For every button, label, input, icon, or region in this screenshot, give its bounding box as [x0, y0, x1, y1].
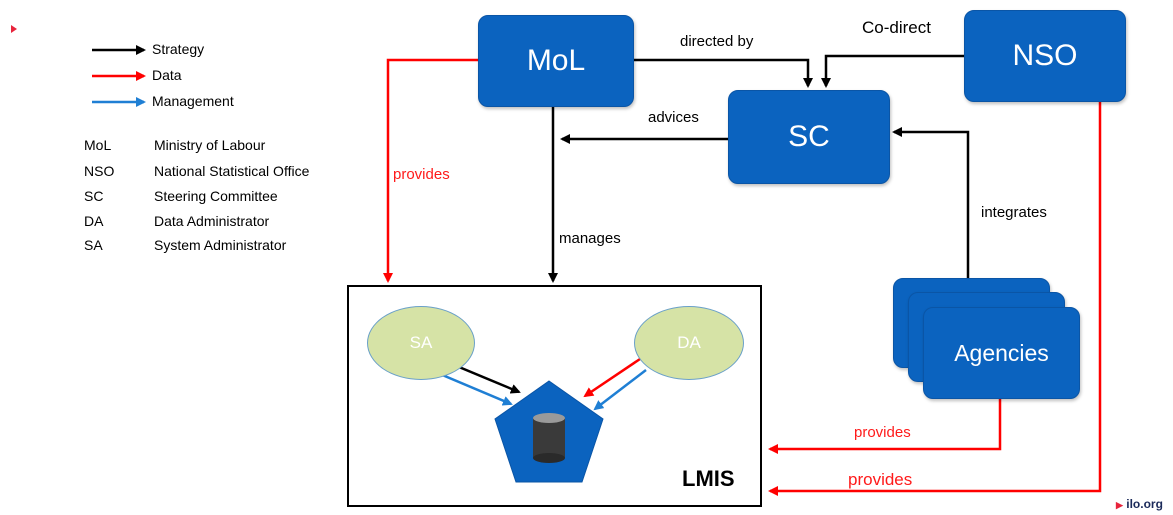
abbr-da-full: Data Administrator	[154, 213, 270, 229]
mol-provides-connector	[383, 58, 478, 283]
nso-provides-connector	[768, 100, 1102, 496]
edge-label-advices: advices	[648, 109, 699, 126]
legend-management-label: Management	[152, 93, 234, 109]
footer-brand: ▶ ilo.org	[1116, 497, 1163, 511]
da-management-arrow	[593, 369, 647, 411]
edge-label-agencies-provides: provides	[854, 424, 911, 441]
sa-management-arrow	[439, 372, 513, 406]
edge-label-integrates: integrates	[981, 204, 1047, 221]
agencies-provides-connector	[768, 398, 1002, 454]
legend-strategy-label: Strategy	[152, 41, 205, 57]
directed-by-connector	[632, 58, 813, 88]
mol-node-label: MoL	[526, 44, 586, 77]
edge-label-manages: manages	[559, 230, 621, 247]
edge-label-co-direct: Co-direct	[862, 18, 931, 37]
footer-bullet-icon: ▶	[1116, 500, 1123, 510]
sc-node: SC	[728, 90, 890, 184]
legend-data-label: Data	[152, 67, 182, 83]
nso-node: NSO	[964, 10, 1126, 102]
edge-label-directed-by: directed by	[680, 33, 754, 50]
lmis-label: LMIS	[682, 466, 735, 491]
slide-bullet-icon	[11, 25, 17, 33]
abbr-mol-full: Ministry of Labour	[154, 137, 266, 153]
abbr-mol: MoL	[84, 137, 112, 153]
mol-node: MoL	[478, 15, 634, 107]
sa-node-label: SA	[409, 333, 433, 352]
footer-brand-text: ilo.org	[1126, 497, 1163, 511]
abbr-sa: SA	[84, 237, 103, 253]
da-node: DA	[634, 306, 744, 380]
edge-label-mol-provides: provides	[393, 166, 450, 183]
abbr-sc: SC	[84, 188, 104, 204]
sa-node: SA	[367, 306, 475, 380]
agencies-node: Agencies	[923, 307, 1080, 399]
abbr-sa-full: System Administrator	[154, 237, 287, 253]
sc-node-label: SC	[788, 120, 830, 153]
nso-node-label: NSO	[1012, 39, 1078, 72]
abbr-sc-full: Steering Committee	[154, 188, 278, 204]
da-data-arrow	[583, 357, 641, 398]
agencies-node-label: Agencies	[954, 339, 1049, 366]
abbr-da: DA	[84, 213, 104, 229]
abbr-nso: NSO	[84, 163, 115, 179]
abbr-nso-full: National Statistical Office	[154, 163, 310, 179]
lmis-container	[347, 285, 762, 507]
da-node-label: DA	[677, 333, 701, 352]
database-icon	[533, 413, 565, 463]
integrates-connector	[892, 127, 970, 278]
edge-label-nso-provides: provides	[848, 470, 913, 489]
co-direct-connector	[821, 54, 964, 88]
